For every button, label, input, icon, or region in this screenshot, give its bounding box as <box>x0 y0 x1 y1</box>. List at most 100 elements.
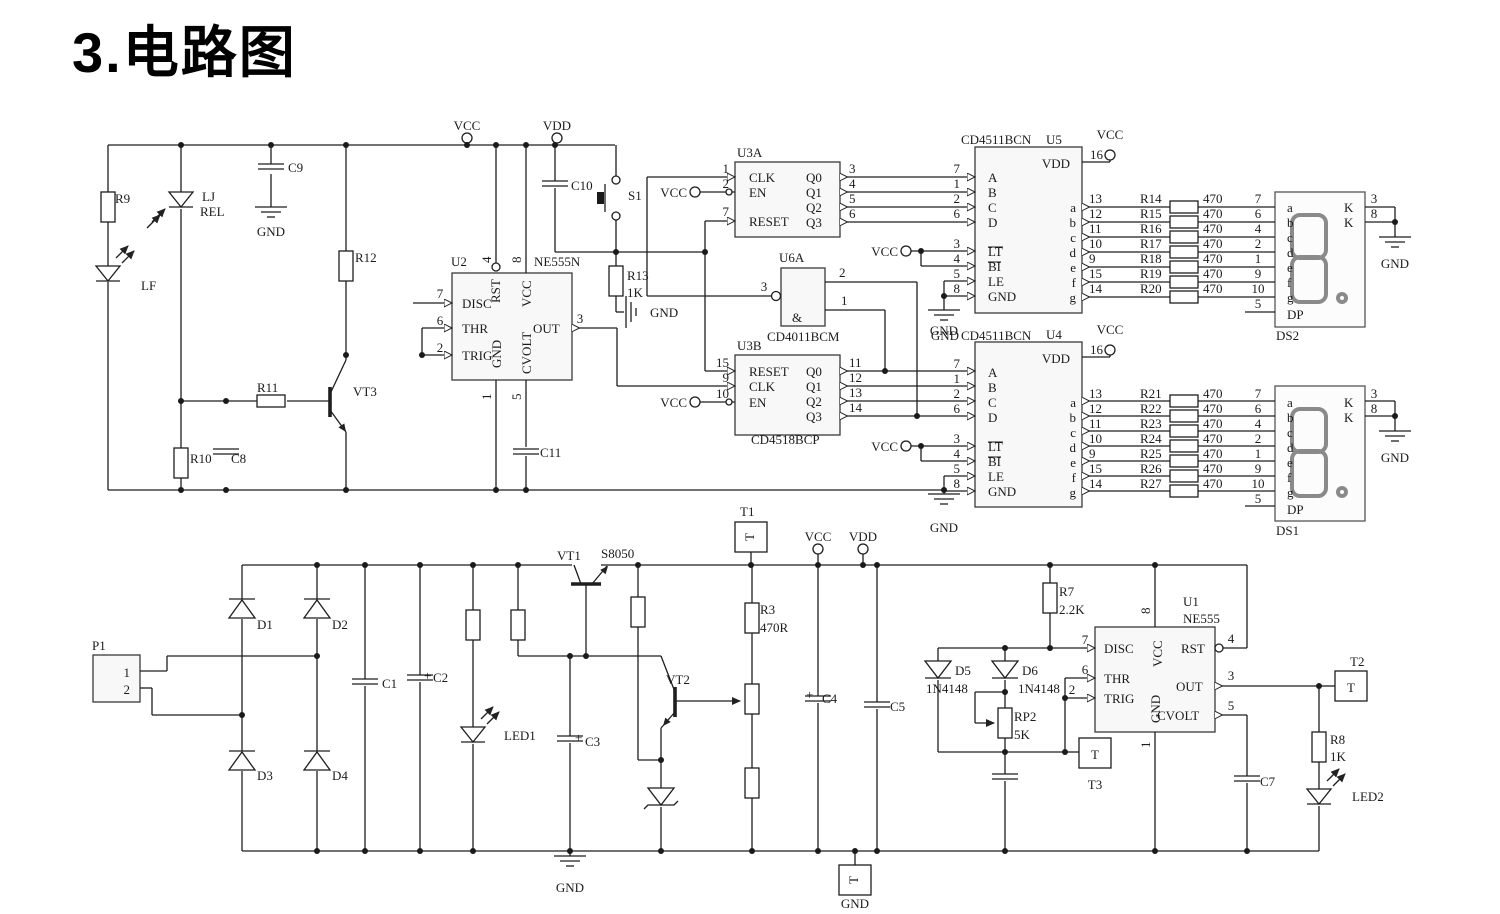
r22-symbol <box>1169 409 1199 423</box>
junction-dot <box>1392 413 1398 419</box>
r3-val: 470R <box>760 620 789 635</box>
u2-n6: 6 <box>437 313 444 328</box>
r-div-symbol <box>744 767 760 799</box>
u2-n2: 2 <box>437 340 444 355</box>
r15-symbol <box>1169 215 1199 229</box>
u4-sf: f <box>1072 470 1077 485</box>
u1-rst-bubble <box>1214 643 1224 653</box>
u2-n3: 3 <box>577 311 584 326</box>
vt2-label: VT2 <box>666 672 690 687</box>
vcc-top-label: VCC <box>454 118 481 133</box>
junction-dot <box>815 848 821 854</box>
u1-n8: 8 <box>1138 608 1153 615</box>
u1-n6: 6 <box>1082 662 1089 677</box>
gnd-c3col-label: GND <box>556 880 584 895</box>
junction-dot <box>223 487 229 493</box>
r10-symbol <box>173 447 189 479</box>
ds1-sa: a <box>1287 395 1293 410</box>
u5-ref: U5 <box>1046 132 1062 147</box>
u5-bi: BI <box>988 259 1001 274</box>
u5-ln7: 7 <box>954 161 961 176</box>
r23-symbol <box>1169 424 1199 438</box>
junction-dot <box>343 142 349 148</box>
u5-sd: d <box>1070 245 1077 260</box>
u3a-clk: CLK <box>749 170 776 185</box>
u2-rst: RST <box>488 279 503 303</box>
r13-label: R13 <box>627 268 649 283</box>
r11-label: R11 <box>257 380 278 395</box>
junction-dot <box>1002 749 1008 755</box>
u2-disc: DISC <box>462 296 492 311</box>
u2-cvolt: CVOLT <box>519 332 534 374</box>
u4-sb: b <box>1070 410 1077 425</box>
overlines <box>988 246 1003 458</box>
c10-label: C10 <box>571 178 593 193</box>
vcc-u5-lt-terminal <box>900 245 912 257</box>
ds1-se: e <box>1287 455 1293 470</box>
u2-vcc: VCC <box>519 280 534 307</box>
u3b-q2: Q2 <box>806 394 822 409</box>
ds2-gnd-label: GND <box>1381 256 1409 271</box>
u4-bi: BI <box>988 454 1001 469</box>
u6a-n3: 3 <box>761 279 768 294</box>
junction-dot <box>1002 645 1008 651</box>
u5-rn12: 12 <box>1089 206 1102 221</box>
r20-label: R20 <box>1140 281 1162 296</box>
junction-dot <box>515 562 521 568</box>
junction-dot <box>314 653 320 659</box>
r17-symbol <box>1169 245 1199 259</box>
u5-part: CD4511BCN <box>961 132 1032 147</box>
junction-dot <box>882 368 888 374</box>
junction-dot <box>178 142 184 148</box>
arrow-wire <box>1332 773 1346 787</box>
u2-trig: TRIG <box>462 348 492 363</box>
u5-gndpin: GND <box>988 289 1016 304</box>
u3b-ref: U3B <box>737 338 762 353</box>
led2-led-symbol <box>1306 788 1332 805</box>
u1-rst: RST <box>1181 641 1205 656</box>
junction-dot <box>523 142 529 148</box>
d2-diode-symbol <box>303 598 331 619</box>
arrow-wire <box>115 245 129 259</box>
vcc-u4-16-terminal <box>1104 344 1116 356</box>
u3b-n9: 9 <box>723 370 730 385</box>
junction-dot <box>362 562 368 568</box>
u4-cd4511-box <box>974 341 1083 508</box>
u4-sa: a <box>1070 395 1076 410</box>
c2-plus: + <box>424 668 431 683</box>
r3-symbol <box>744 602 760 634</box>
c4-plus: + <box>806 687 813 702</box>
r25-label: R25 <box>1140 446 1162 461</box>
r17-val: 470 <box>1203 236 1223 251</box>
ds2-n7: 7 <box>1255 191 1262 206</box>
u1-n2: 2 <box>1069 682 1076 697</box>
u2-pin1-num: 1 <box>479 394 494 401</box>
d3-diode-symbol <box>228 750 256 771</box>
u5-sf: f <box>1072 275 1077 290</box>
r23-label: R23 <box>1140 416 1162 431</box>
u4-gnd-pre: GND <box>931 328 959 343</box>
r18-label: R18 <box>1140 251 1162 266</box>
u5-se: e <box>1070 260 1076 275</box>
u5-lt: LT <box>988 244 1003 259</box>
u4-sd: d <box>1070 440 1077 455</box>
r18-symbol <box>1169 260 1199 274</box>
page-title: 3.电路图 <box>72 21 297 84</box>
junction-dot <box>417 848 423 854</box>
arrow-wire <box>151 208 166 223</box>
led1-label: LED1 <box>504 728 536 743</box>
u4-gndpin: GND <box>988 484 1016 499</box>
d5-label: D5 <box>955 663 971 678</box>
junction-dot <box>1047 562 1053 568</box>
c7-label: C7 <box>1260 774 1276 789</box>
u5-rn14: 14 <box>1089 281 1103 296</box>
u4-ln6: 6 <box>954 401 961 416</box>
u3a-en-bubble <box>725 188 733 196</box>
u4-vdd: VDD <box>1042 351 1070 366</box>
u4-ln2: 2 <box>954 386 961 401</box>
junction-dot <box>658 848 664 854</box>
u4-rn12: 12 <box>1089 401 1102 416</box>
r19-label: R19 <box>1140 266 1162 281</box>
d4-label: D4 <box>332 768 348 783</box>
u6a-out-bubble <box>770 290 782 302</box>
